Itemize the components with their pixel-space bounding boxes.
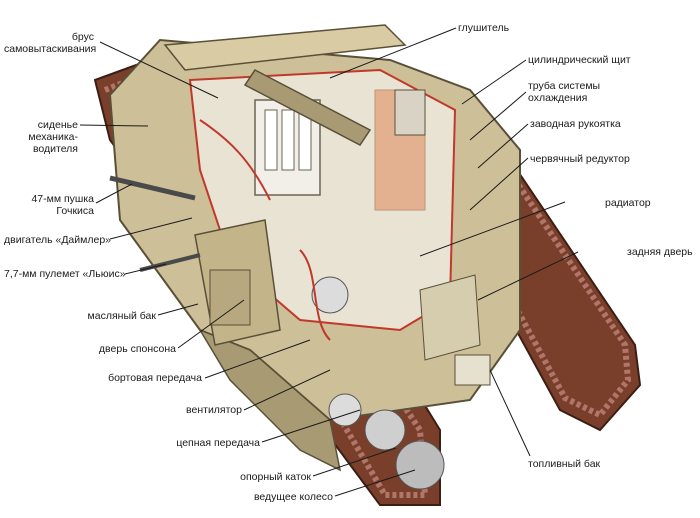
label-fuel: топливный бак (528, 458, 601, 470)
label-sponson: дверь спонсона (98, 343, 176, 355)
label-radiator: радиатор (605, 197, 651, 209)
label-sidegear: бортовая передача (108, 372, 202, 384)
label-shield: цилиндрический щит (528, 54, 631, 66)
label-siden: сиденье механика- водителя (28, 119, 78, 155)
label-roller: опорный каток (240, 471, 311, 483)
leader-lines (79, 27, 579, 497)
label-chain: цепная передача (176, 437, 260, 449)
label-crank: заводная рукоятка (530, 118, 621, 130)
label-sprocket: ведущее колесо (253, 491, 333, 503)
label-fan: вентилятор (186, 404, 242, 416)
label-muffler: глушитель (458, 22, 510, 34)
label-reardoor: задняя дверь (627, 246, 693, 258)
label-engine: двигатель «Даймлер» (4, 234, 111, 246)
label-gun: 47-мм пушка Гочкиса (31, 193, 94, 217)
label-mg: 7,7-мм пулемет «Льюис» (4, 268, 126, 280)
label-worm: червячный редуктор (530, 153, 630, 165)
label-oil: масляный бак (87, 310, 156, 322)
label-cooling: труба системы охлаждения (528, 80, 601, 104)
hull (108, 24, 521, 490)
label-brus: брус самовытаскивания (4, 31, 97, 55)
